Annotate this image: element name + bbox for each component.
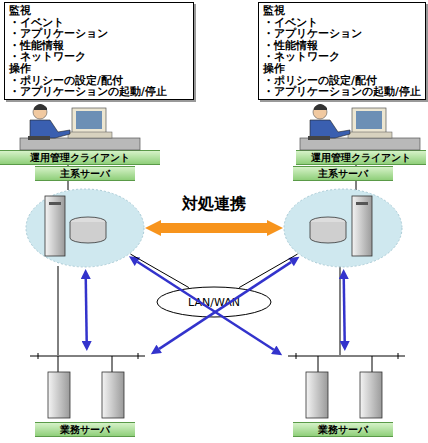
- main-server: 主系サーバ: [25, 188, 145, 268]
- edge-label: 対処連携: [182, 194, 246, 215]
- client-band-text: 運用管理クライアント: [296, 150, 426, 165]
- ellipse-outline: [25, 188, 145, 268]
- note-box-text: 監視: [9, 5, 189, 17]
- operator-illustration: [20, 104, 140, 150]
- client-band-text: 運用管理クライアント: [0, 150, 160, 165]
- client-band: 運用管理クライアント: [296, 150, 426, 165]
- note-box-text: ・アプリケーションの起動/停止: [263, 86, 421, 98]
- business-server-text: 業務サーバ: [293, 422, 393, 437]
- note-box-text: 操作: [263, 63, 421, 75]
- business-servers: [30, 353, 405, 418]
- connector-arrow: [239, 254, 297, 287]
- note-box-text: 監視: [263, 5, 421, 17]
- note-box-text: ・アプリケーションの起動/停止: [9, 86, 189, 98]
- note-box-text: 操作: [9, 63, 189, 75]
- server-illustration: [310, 196, 372, 256]
- note-box-text: ・イベント: [263, 17, 421, 29]
- note-box-text: ・性能情報: [9, 40, 189, 52]
- note-box-text: ・アプリケーション: [263, 28, 421, 40]
- note-box-text: ・イベント: [9, 17, 189, 29]
- business-server: 業務サーバ: [25, 352, 150, 440]
- network-ellipse: LAN/WAN: [156, 286, 272, 318]
- note-box-text: ・ネットワーク: [263, 51, 421, 63]
- operator-illustration: [300, 104, 420, 150]
- network-ellipse-text: LAN/WAN: [156, 286, 272, 318]
- note-box-text: ・アプリケーション: [9, 28, 189, 40]
- ellipse-outline: [283, 188, 403, 268]
- main-server-text: 主系サーバ: [35, 166, 135, 181]
- main-server: 主系サーバ: [283, 188, 403, 268]
- note-box-text: ・ポリシーの設定/配付: [263, 75, 421, 87]
- business-server-text: 業務サーバ: [35, 422, 135, 437]
- client-band: 運用管理クライアント: [0, 150, 160, 165]
- note-box-text: ・性能情報: [263, 40, 421, 52]
- connector-arrow: [343, 279, 346, 341]
- note-box: 監視・イベント・アプリケーション・性能情報・ネットワーク操作・ポリシーの設定/配…: [4, 2, 194, 100]
- connector-arrow: [130, 254, 188, 287]
- note-box-text: ・ネットワーク: [9, 51, 189, 63]
- connector-arrow: [85, 279, 88, 341]
- note-box-text: ・ポリシーの設定/配付: [9, 75, 189, 87]
- main-server-text: 主系サーバ: [293, 166, 393, 181]
- connector-arrow: [159, 262, 291, 349]
- note-box: 監視・イベント・アプリケーション・性能情報・ネットワーク操作・ポリシーの設定/配…: [258, 2, 426, 100]
- business-server: 業務サーバ: [283, 352, 408, 440]
- connector-arrow: [137, 262, 273, 350]
- connector-arrow: [161, 223, 267, 233]
- server-illustration: [45, 196, 106, 256]
